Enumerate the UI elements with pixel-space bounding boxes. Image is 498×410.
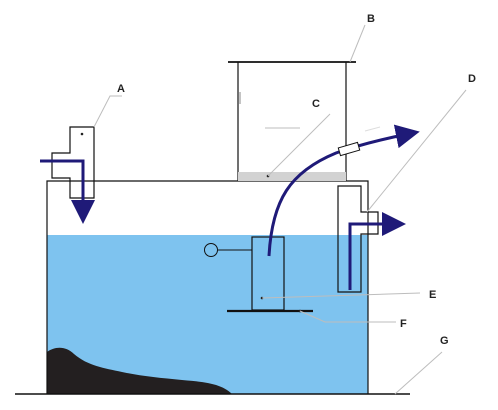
leader-B <box>349 24 366 63</box>
leader-G <box>394 351 443 395</box>
tank-outline <box>46 180 369 394</box>
sludge-layer <box>47 347 232 394</box>
label-F: F <box>400 318 407 330</box>
label-G: G <box>440 335 449 347</box>
float-sensor <box>204 243 218 257</box>
label-C: C <box>312 98 320 110</box>
label-B: B <box>367 13 375 25</box>
inlet-fitting <box>51 126 95 199</box>
leader-F <box>299 310 396 323</box>
label-E: E <box>429 289 436 301</box>
leader-A <box>93 95 122 128</box>
outlet-fitting <box>337 185 379 293</box>
leader-E <box>261 292 421 299</box>
vent-dash <box>364 126 381 132</box>
inlet-fitting-dot <box>80 132 84 136</box>
inlet-arrow <box>40 159 95 224</box>
riser-floor <box>238 172 346 181</box>
label-D: D <box>468 73 476 85</box>
vent-coupling <box>337 141 361 157</box>
outlet-arrow <box>348 212 406 290</box>
leader-C <box>267 113 331 177</box>
vent-arrow <box>267 124 420 257</box>
label-A: A <box>117 83 125 95</box>
leader-D <box>366 89 467 213</box>
